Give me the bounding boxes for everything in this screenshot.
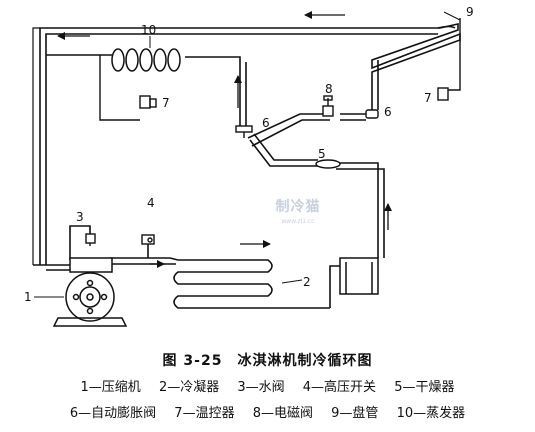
watermark: 制冷猫 www.zl1.cc <box>268 196 328 225</box>
legend-item: 9—盘管 <box>331 406 379 421</box>
label-drier: 5 <box>318 147 326 161</box>
leader-lines <box>149 11 461 284</box>
legend-item: 8—电磁阀 <box>252 406 313 421</box>
label-expansion-valve-right: 6 <box>384 105 392 119</box>
label-coil: 9 <box>466 5 474 19</box>
label-condenser: 2 <box>303 275 311 289</box>
legend-item: 2—冷凝器 <box>158 380 220 395</box>
flow-arrows <box>57 11 392 268</box>
watermark-line2: www.zl1.cc <box>281 218 315 225</box>
receiver-tank <box>339 257 379 295</box>
figure-title: 图 3-25 冰淇淋机制冷循环图 <box>162 353 373 369</box>
evaporator-coil <box>100 48 181 72</box>
expansion-valve-right <box>365 109 379 119</box>
label-solenoid-valve: 8 <box>325 82 333 96</box>
refrigeration-diagram: 1 2 3 4 5 6 6 7 7 8 9 10 制冷猫 www.zl1.cc <box>24 5 474 327</box>
watermark-line1: 制冷猫 <box>275 199 321 215</box>
legend-row-2: 6—自动膨胀阀 7—温控器 8—电磁阀 9—盘管 10—蒸发器 <box>0 402 535 421</box>
legend-row-1: 1—压缩机 2—冷凝器 3—水阀 4—高压开关 5—干燥器 <box>0 376 535 395</box>
label-high-pressure-switch: 4 <box>147 196 155 210</box>
solenoid-valve <box>322 95 334 117</box>
thermostat-right <box>437 18 461 101</box>
legend-item: 4—高压开关 <box>302 380 377 395</box>
legend-item: 1—压缩机 <box>80 380 141 395</box>
legend-item: 7—温控器 <box>174 406 235 421</box>
label-compressor: 1 <box>24 290 32 304</box>
legend-item: 10—蒸发器 <box>396 406 466 421</box>
diagram-svg: 1 2 3 4 5 6 6 7 7 8 9 10 <box>24 5 474 327</box>
label-water-valve: 3 <box>76 210 84 224</box>
legend-item: 5—干燥器 <box>394 380 455 395</box>
high-pressure-switch <box>141 234 155 245</box>
label-thermostat-left: 7 <box>162 96 170 110</box>
thermostat-left <box>99 55 157 121</box>
water-valve <box>85 233 96 246</box>
label-thermostat-right: 7 <box>424 91 432 105</box>
label-evaporator: 10 <box>141 23 156 37</box>
drier <box>315 159 341 169</box>
legend-item: 6—自动膨胀阀 <box>69 406 157 421</box>
compressor <box>34 257 128 327</box>
expansion-valve-middle <box>235 125 253 138</box>
legend-item: 3—水阀 <box>237 380 285 395</box>
label-expansion-valve-middle: 6 <box>262 116 270 130</box>
